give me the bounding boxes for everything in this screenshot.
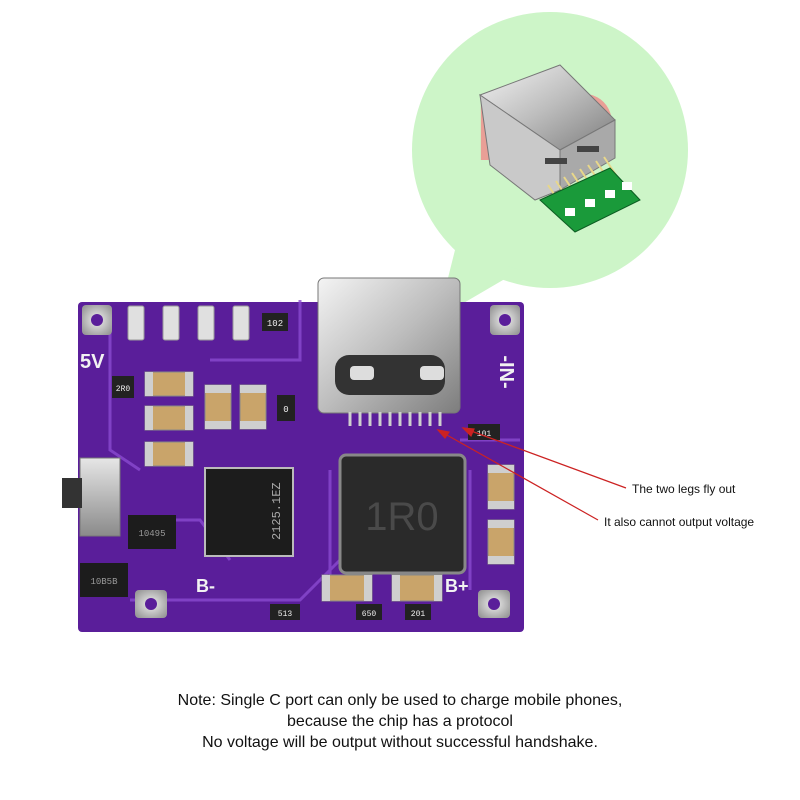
usb-c-connector bbox=[478, 64, 641, 233]
note-line-2: because the chip has a protocol bbox=[287, 713, 513, 730]
slide-switch bbox=[79, 457, 121, 537]
small-ic-1-marking: 10495 bbox=[138, 529, 165, 539]
resistor-101-label: 101 bbox=[477, 430, 492, 439]
speech-bubble: NO bbox=[412, 12, 688, 318]
resistor-102-label: 102 bbox=[267, 319, 283, 329]
mounting-pads bbox=[82, 305, 520, 618]
resistor-2r0-label: 2R0 bbox=[116, 385, 131, 394]
label-in: -IN- bbox=[495, 355, 517, 388]
callout-arrows bbox=[436, 427, 627, 521]
led-row bbox=[127, 305, 250, 341]
small-ic-2-marking: 10B5B bbox=[90, 577, 118, 587]
resistor-201-label: 201 bbox=[411, 610, 426, 619]
label-5v: 5V bbox=[80, 351, 105, 373]
resistor-650-label: 650 bbox=[362, 610, 377, 619]
note-line-1: Note: Single C port can only be used to … bbox=[177, 692, 623, 709]
note-line-3: No voltage will be output without succes… bbox=[202, 734, 598, 751]
annotation-no-output-voltage: It also cannot output voltage bbox=[604, 515, 755, 529]
note-caption: Note: Single C port can only be used to … bbox=[0, 690, 800, 753]
annotation-legs-fly-out: The two legs fly out bbox=[632, 482, 736, 496]
resistor-0-label: 0 bbox=[283, 405, 288, 415]
label-b-plus: B+ bbox=[445, 576, 469, 596]
resistor-513-label: 513 bbox=[278, 610, 293, 619]
inductor: 1R0 bbox=[338, 453, 467, 575]
inductor-marking: 1R0 bbox=[365, 495, 438, 539]
label-b-minus: B- bbox=[196, 576, 215, 596]
main-ic-chip: 2125.1EZ bbox=[204, 467, 294, 557]
chip-marking: 2125.1EZ bbox=[270, 482, 284, 540]
pcb-board: 102 5V 2R0 bbox=[62, 277, 524, 632]
board-usb-c-port bbox=[317, 277, 461, 426]
